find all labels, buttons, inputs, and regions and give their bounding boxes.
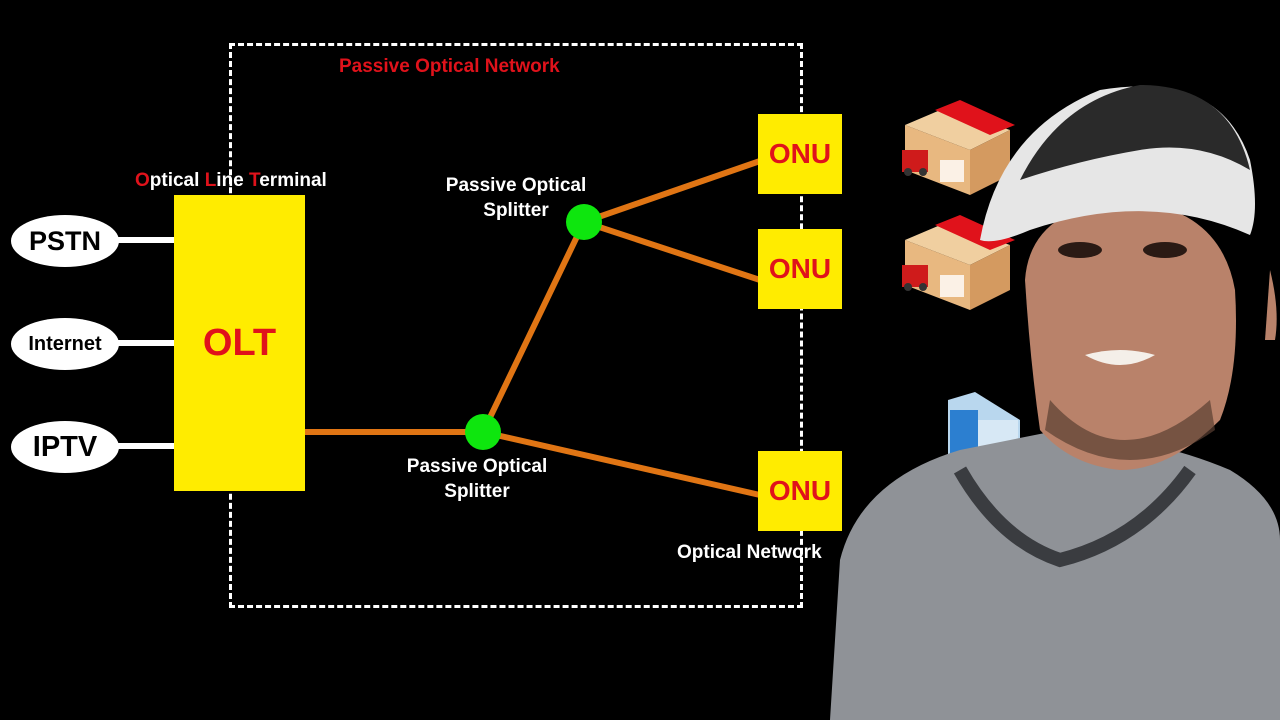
olt-box (174, 195, 305, 491)
fiber-to-onu-1 (583, 158, 761, 225)
olt-title-l: L (204, 170, 217, 191)
pstn-service: PSTN (11, 215, 119, 267)
olt-title-ptical: ptical (149, 170, 205, 191)
olt-title-ine: ine (216, 170, 250, 191)
internet-service: Internet (11, 318, 119, 370)
fiber-splitter-splitter (480, 220, 587, 434)
pon-title: Passive Optical Network (339, 56, 560, 77)
splitter-label-bottom-line1: Passive Optical (406, 456, 548, 477)
onu-box-1: ONU (758, 114, 842, 194)
olt-title: Optical Line Terminal (135, 170, 327, 192)
splitter-node-top (566, 204, 602, 240)
onu-box-2: ONU (758, 229, 842, 309)
iptv-service: IPTV (11, 421, 119, 473)
splitter-label-bottom-line2: Splitter (444, 481, 510, 502)
olt-title-o: O (135, 170, 150, 191)
splitter-label-top: Passive Optical Splitter (401, 173, 631, 223)
ont-label: Optical Network (677, 542, 822, 563)
splitter-label-top-line1: Passive Optical (445, 175, 587, 196)
fiber-to-onu-3 (482, 429, 761, 498)
splitter-node-bottom (465, 414, 501, 450)
splitter-label-top-line2: Splitter (483, 200, 549, 221)
splitter-label-bottom: Passive Optical Splitter (362, 454, 592, 504)
olt-title-t: T (249, 170, 260, 191)
pon-boundary (229, 43, 803, 608)
olt-label: OLT (202, 322, 277, 364)
fiber-to-onu-2 (583, 219, 761, 283)
onu-box-3: ONU (758, 451, 842, 531)
olt-title-erminal: erminal (259, 170, 327, 191)
